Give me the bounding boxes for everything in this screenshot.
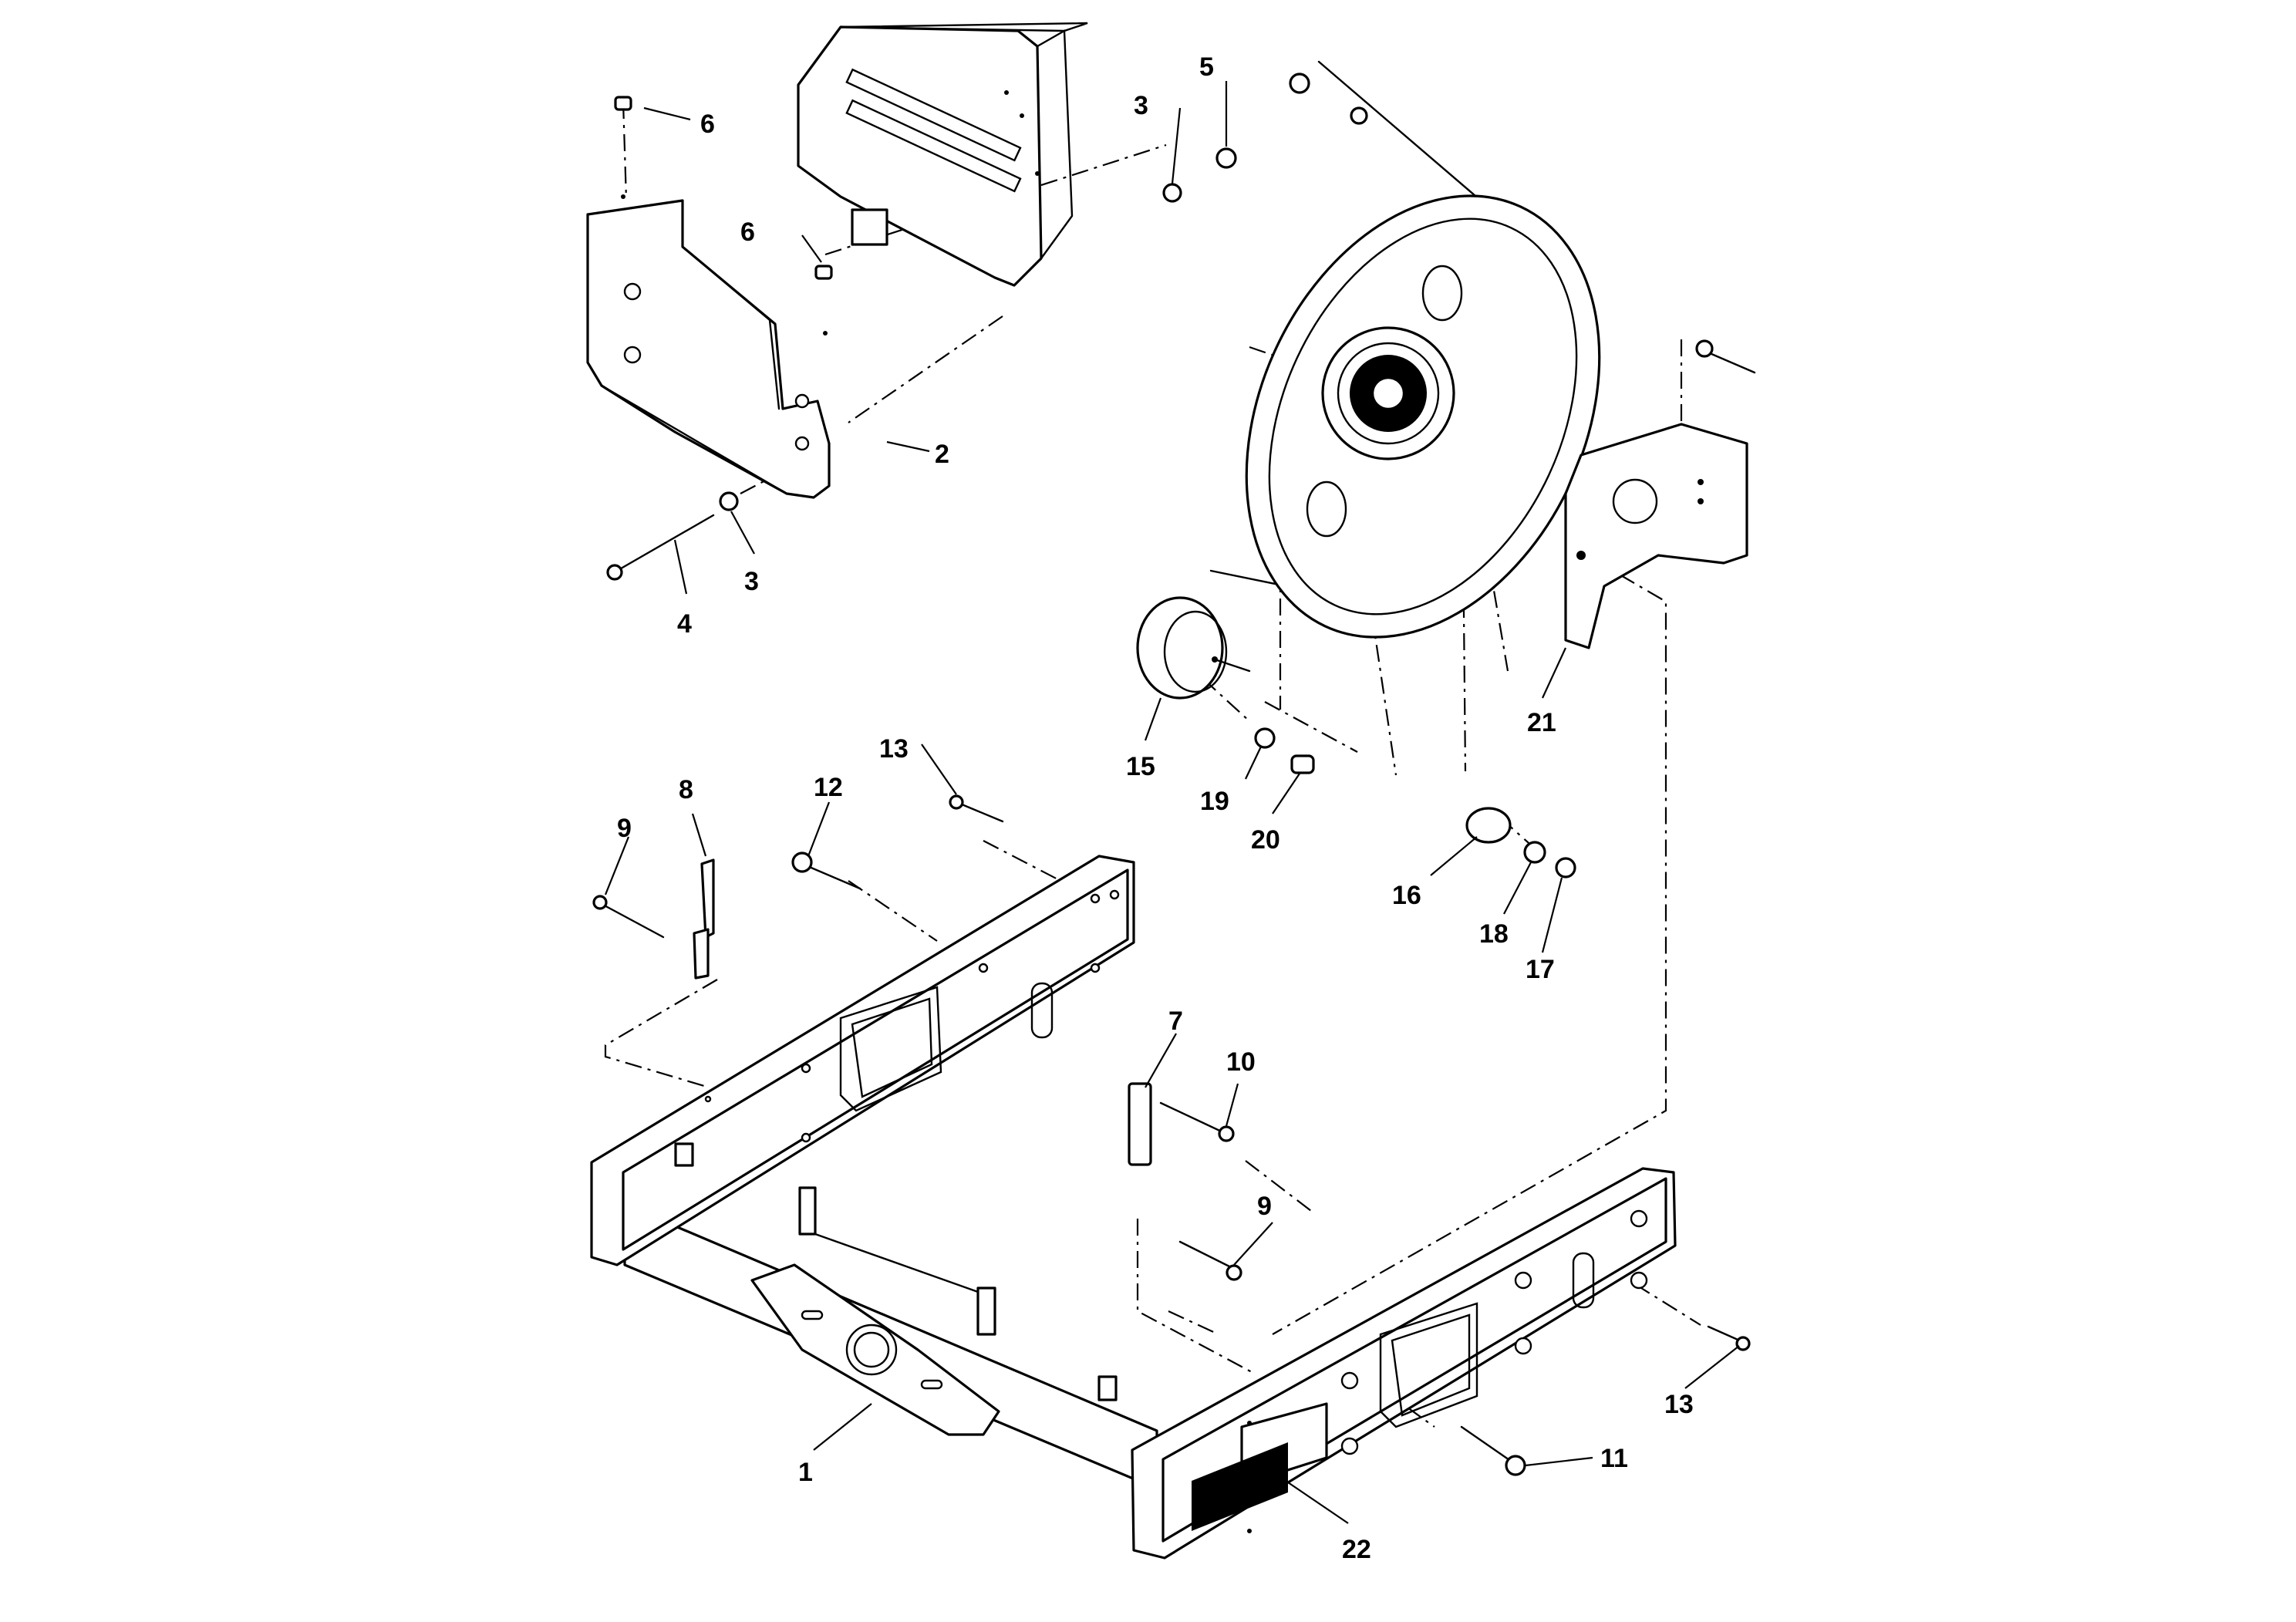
drum-motor-assembly xyxy=(1209,60,1601,639)
callout-7: 7 xyxy=(1168,1007,1183,1036)
callout-1: 1 xyxy=(798,1458,813,1487)
callout-17: 17 xyxy=(1526,955,1555,984)
callout-9a: 9 xyxy=(617,814,632,843)
callout-3a: 3 xyxy=(1134,91,1148,120)
callout-19: 19 xyxy=(1200,787,1229,816)
callout-leaders xyxy=(604,81,1740,1524)
callout-4: 4 xyxy=(677,609,692,639)
part-15-hub xyxy=(1136,596,1251,700)
callout-10: 10 xyxy=(1226,1047,1256,1077)
callout-11: 11 xyxy=(1600,1444,1628,1473)
callout-15: 15 xyxy=(1126,752,1155,781)
part-1-main-frame xyxy=(590,855,1677,1560)
hardware xyxy=(592,73,1756,1476)
callout-2: 2 xyxy=(935,440,949,469)
callout-6b: 6 xyxy=(740,218,755,247)
callout-21: 21 xyxy=(1527,708,1556,737)
callout-5: 5 xyxy=(1199,52,1214,82)
callout-13b: 13 xyxy=(1664,1390,1694,1419)
callout-6a: 6 xyxy=(700,110,715,139)
callout-22: 22 xyxy=(1342,1535,1371,1564)
callout-8: 8 xyxy=(679,775,693,804)
callout-labels: 1 2 3 3 4 5 6 6 7 8 9 9 10 11 12 13 13 1… xyxy=(617,52,1694,1564)
part-2-counterweight xyxy=(586,194,831,499)
callout-3b: 3 xyxy=(744,567,759,596)
callout-9b: 9 xyxy=(1257,1192,1272,1221)
callout-20: 20 xyxy=(1251,825,1280,855)
callout-13a: 13 xyxy=(879,734,909,764)
callout-18: 18 xyxy=(1479,919,1509,949)
callout-16: 16 xyxy=(1392,881,1421,910)
part-22-decal xyxy=(1192,1442,1288,1531)
part-21-bracket xyxy=(1564,423,1748,649)
tank-box-assembly xyxy=(797,22,1088,287)
callout-12: 12 xyxy=(814,773,843,802)
